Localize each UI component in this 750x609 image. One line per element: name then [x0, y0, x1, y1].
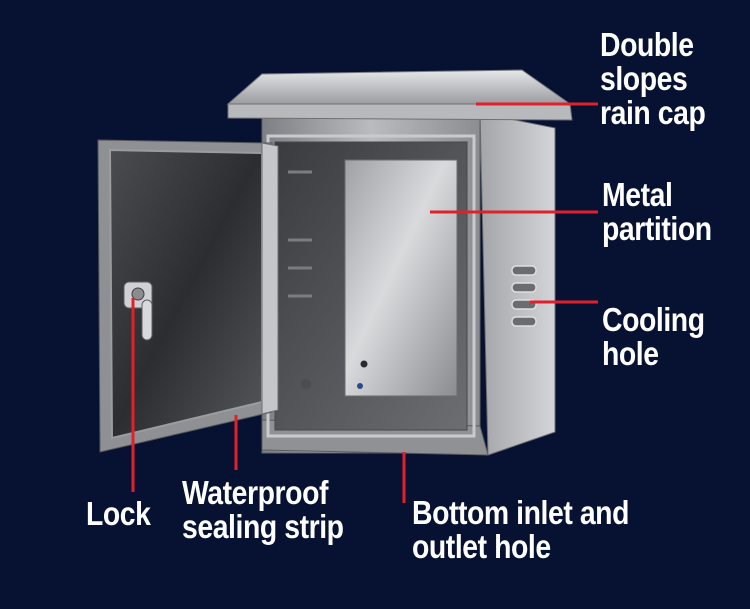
metal-partition-plate — [344, 159, 458, 397]
interior-hole — [301, 379, 311, 389]
label-cooling-line2: hole — [602, 335, 659, 372]
label-metal-partition: Metal partition — [602, 178, 712, 246]
label-bottom-line1: Bottom inlet and — [412, 494, 629, 531]
label-rain-cap: Double slopes rain cap — [600, 26, 706, 131]
partition-screw — [360, 360, 368, 368]
label-rain-cap-line2: slopes — [600, 60, 688, 97]
label-rain-cap-line1: Double — [600, 26, 694, 63]
label-cooling-line1: Cooling — [602, 301, 705, 338]
label-bottom-line2: outlet hole — [412, 528, 551, 565]
partition-screw-lower — [357, 383, 363, 389]
rain-cap-top — [226, 69, 572, 105]
open-door — [97, 139, 279, 453]
label-partition-line1: Metal — [602, 176, 673, 213]
rain-cap — [226, 69, 573, 121]
door-edge — [261, 142, 279, 415]
label-sealing-strip: Waterproof sealing strip — [182, 476, 344, 544]
label-rain-cap-line3: rain cap — [600, 94, 706, 131]
leader-lines — [131, 102, 598, 503]
label-lock: Lock — [86, 497, 151, 531]
label-bottom-hole: Bottom inlet and outlet hole — [412, 496, 629, 564]
cooling-holes — [511, 265, 537, 327]
cabinet-body — [261, 112, 556, 456]
label-lock-line1: Lock — [86, 495, 151, 532]
rain-cap-front — [227, 103, 573, 121]
label-sealing-line1: Waterproof — [182, 474, 328, 511]
interior-wall-louvers — [288, 170, 312, 298]
door-lock — [123, 281, 153, 341]
label-cooling-hole: Cooling hole — [602, 303, 705, 371]
label-sealing-line2: sealing strip — [182, 508, 344, 545]
label-partition-line2: partition — [602, 210, 712, 247]
